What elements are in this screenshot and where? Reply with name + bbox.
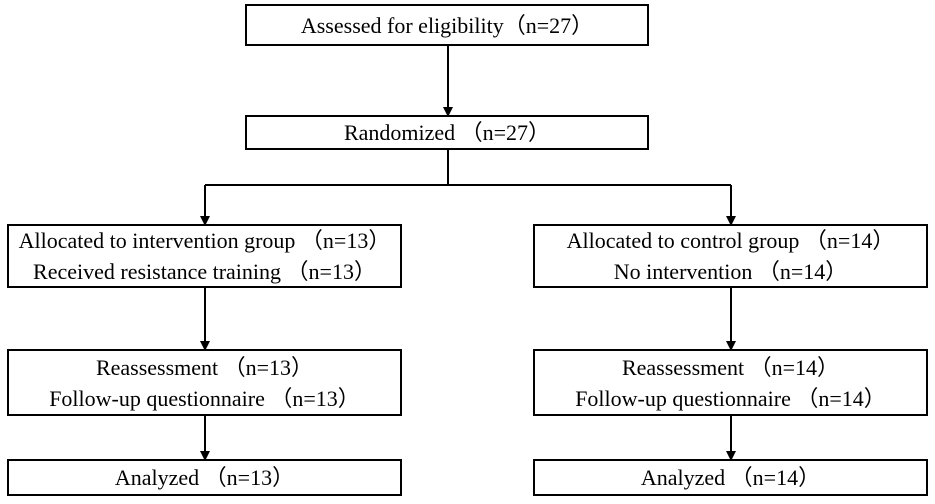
control-questionnaire-label: Follow-up questionnaire （n=14） [575,385,886,411]
control-reassessment-box: Reassessment （n=14） Follow-up questionna… [533,349,928,416]
intervention-allocation-box: Allocated to intervention group （n=13） R… [7,224,402,288]
intervention-analyzed-label: Analyzed （n=13） [114,465,295,490]
eligibility-box: Assessed for eligibility（n=27） [245,4,649,46]
intervention-received-label: Received resistance training （n=13） [33,259,376,284]
control-reassessment-label: Reassessment （n=14） [621,354,840,380]
control-received-label: No intervention （n=14） [613,259,848,284]
control-analyzed-label: Analyzed （n=14） [640,465,821,490]
randomized-label: Randomized （n=27） [343,120,551,145]
randomized-box: Randomized （n=27） [245,115,649,150]
intervention-analyzed-box: Analyzed （n=13） [7,459,402,496]
control-allocation-box: Allocated to control group （n=14） No int… [533,224,928,288]
control-allocated-label: Allocated to control group （n=14） [566,228,895,253]
intervention-allocated-label: Allocated to intervention group （n=13） [18,228,391,253]
control-analyzed-box: Analyzed （n=14） [533,459,928,496]
intervention-questionnaire-label: Follow-up questionnaire （n=13） [49,385,360,411]
intervention-reassessment-label: Reassessment （n=13） [95,354,314,380]
intervention-reassessment-box: Reassessment （n=13） Follow-up questionna… [7,349,402,416]
eligibility-label: Assessed for eligibility（n=27） [300,12,594,38]
